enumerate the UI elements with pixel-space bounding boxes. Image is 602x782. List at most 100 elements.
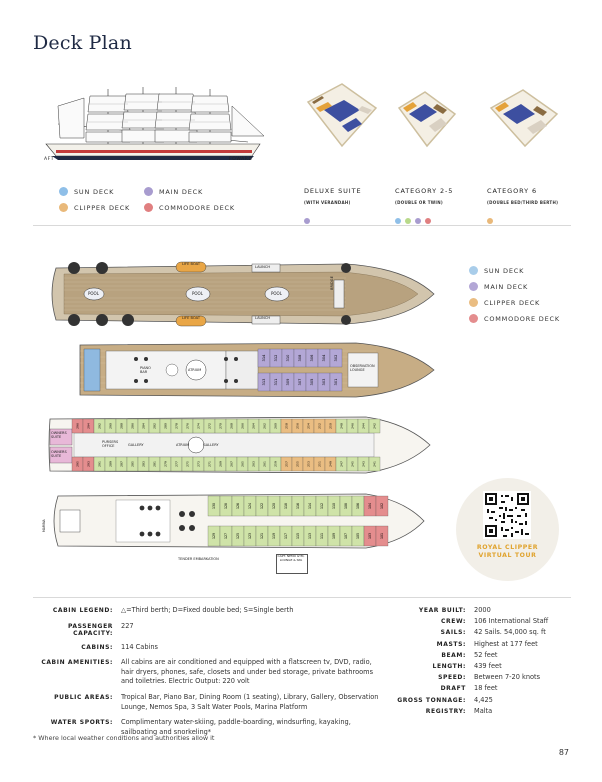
sun-deck-pool-fwd: POOL	[271, 291, 282, 296]
bridge-label: BRIDGE	[330, 276, 334, 290]
spec-row: MASTS:Highest at 177 feet	[396, 640, 571, 650]
spec-label: DRAFT	[440, 685, 466, 693]
aft-label: AFT	[44, 157, 55, 162]
cabin	[329, 372, 343, 392]
cabin	[375, 495, 389, 517]
cabin-number: 130	[212, 503, 216, 509]
cabin-number: 280	[164, 423, 168, 429]
virtual-tour-line1: ROYAL CLIPPER	[476, 544, 539, 551]
category-subtitle: (WITH VERANDAH)	[304, 200, 351, 205]
legend-label: CLIPPER DECK	[484, 298, 541, 307]
cabin-number: 265	[241, 461, 245, 467]
cabin-number: 264	[252, 423, 256, 429]
spec-value: 227	[121, 621, 134, 630]
legend-label: COMMODORE DECK	[484, 314, 560, 323]
observation-lounge-label: OBSERVATION LOUNGE	[350, 364, 375, 372]
spec-value: Malta	[474, 706, 493, 715]
spec-label: CREW:	[441, 618, 466, 626]
cabin-number: 101	[380, 533, 384, 539]
spec-row: BEAM:52 feet	[396, 651, 571, 661]
cabin-number: 303	[322, 379, 326, 386]
cabin-number: 257	[285, 461, 289, 467]
life-boat-label: LIFE BOAT	[181, 316, 201, 320]
cabin-number: 254	[307, 423, 311, 429]
qr-code-icon[interactable]	[483, 491, 531, 539]
cabin-number: 251	[318, 461, 322, 467]
sun-deck-pool-aft: POOL	[88, 291, 99, 296]
spec-value: Between 7-20 knots	[474, 673, 541, 682]
spec-row: CABIN LEGEND: △=Third berth; D=Fixed dou…	[33, 606, 383, 616]
legend-label: COMMODORE DECK	[159, 203, 235, 212]
sun-deck-pool-mid: POOL	[192, 291, 203, 296]
commodore-deck-swatch	[144, 203, 153, 212]
cabin-number: 107	[344, 533, 348, 539]
cabin-number: 268	[230, 423, 234, 429]
category-swatch	[487, 218, 493, 224]
spec-label: SAILS:	[440, 629, 466, 637]
cabin-number: 127	[224, 533, 228, 539]
cabin-number: 277	[175, 461, 179, 467]
spec-label: GROSS TONNAGE:	[397, 696, 466, 704]
specs-left: CABIN LEGEND: △=Third berth; D=Fixed dou…	[33, 606, 383, 737]
cabin-number: 253	[307, 461, 311, 467]
cabin-number: 272	[208, 423, 212, 429]
clipper-deck-swatch	[59, 203, 68, 212]
main-deck-swatch	[144, 187, 153, 196]
cabin-number: 262	[263, 423, 267, 429]
cabin-number: 311	[274, 379, 278, 386]
cabin-number: 250	[329, 423, 333, 429]
spec-value: 439 feet	[474, 661, 502, 670]
cabin-number: 285	[131, 461, 135, 467]
section-divider	[33, 225, 571, 226]
cabin-number: 124	[248, 503, 252, 509]
sun-deck-swatch	[469, 266, 478, 275]
spec-value: 114 Cabins	[121, 642, 158, 651]
spec-label: LENGTH:	[432, 662, 466, 670]
cabin-number: 286	[131, 423, 135, 429]
spec-label: YEAR BUILT:	[418, 607, 466, 614]
deluxe-suite-rendering	[306, 83, 378, 148]
cabin-number: 259	[274, 461, 278, 467]
cabin-number: 243	[362, 461, 366, 467]
spec-label: BEAM:	[441, 651, 466, 659]
virtual-tour-label[interactable]: ROYAL CLIPPER VIRTUAL TOUR	[456, 544, 559, 560]
cabin-number: 258	[285, 423, 289, 429]
cabin-number: 116	[296, 503, 300, 509]
cabin-number: 122	[260, 503, 264, 509]
launch-label: LAUNCH	[255, 265, 271, 269]
cabin-number: 313	[262, 379, 266, 386]
category-swatch	[405, 218, 411, 224]
spec-label: PASSENGER CAPACITY:	[67, 622, 113, 637]
cabin-number: 289	[109, 461, 113, 467]
cabin-number: 102	[380, 503, 384, 509]
cabin-number: 105	[356, 533, 360, 539]
section-divider	[33, 597, 571, 598]
legend-label: MAIN DECK	[484, 282, 529, 291]
cabin-number: 249	[329, 461, 333, 467]
cabin-number: 278	[175, 423, 179, 429]
cabin-number: 242	[373, 423, 377, 429]
spec-label: CABIN LEGEND:	[52, 607, 113, 614]
spec-label: REGISTRY:	[425, 707, 466, 715]
cabin-number: 294	[87, 423, 91, 429]
cabin-number: 307	[298, 379, 302, 386]
legend-commodore-deck: COMMODORE DECK	[144, 203, 235, 212]
category-title: CATEGORY 2-5	[395, 187, 454, 195]
spec-row: PUBLIC AREAS: Tropical Bar, Piano Bar, D…	[33, 693, 383, 712]
cabin-number: 314	[262, 354, 266, 362]
cabin-number: 261	[263, 461, 267, 467]
cabin-number: 241	[373, 461, 377, 467]
spec-value: Complimentary water-skiing, paddle-board…	[121, 718, 351, 736]
legend-label: CLIPPER DECK	[74, 203, 131, 212]
category-swatch	[395, 218, 401, 224]
cabin-number: 291	[98, 461, 102, 467]
cabin-number: 301	[334, 379, 338, 386]
cabin-number: 255	[296, 461, 300, 467]
tender-embarkation-label: TENDER EMBARKATION	[178, 557, 219, 561]
cabin-number: 252	[318, 423, 322, 429]
spec-row: LENGTH: 439 feet	[396, 662, 571, 672]
spec-label: PUBLIC AREAS:	[54, 693, 113, 701]
cabin-number: 288	[120, 423, 124, 429]
